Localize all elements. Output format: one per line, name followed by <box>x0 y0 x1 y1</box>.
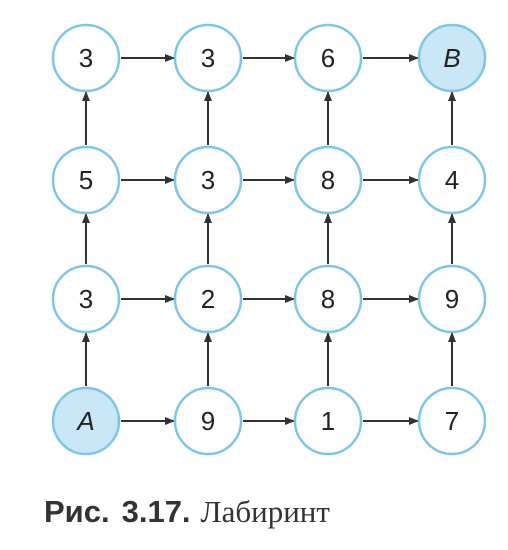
maze-node-special-circle <box>51 386 121 456</box>
maze-node-circle <box>417 145 487 215</box>
maze-node-circle <box>293 23 363 93</box>
maze-node: 3 <box>173 23 243 93</box>
maze-node: 5 <box>51 145 121 215</box>
maze-node-value: 8 <box>321 284 335 314</box>
maze-node: 2 <box>173 264 243 334</box>
maze-node-circle <box>173 23 243 93</box>
maze-node-circle <box>417 386 487 456</box>
maze-node-value: 6 <box>321 43 335 73</box>
maze-node: 7 <box>417 386 487 456</box>
figure-title: Лабиринт <box>200 494 330 529</box>
maze-node: 1 <box>293 386 363 456</box>
maze-node-value: A <box>75 406 94 436</box>
figure-number: 3.17. <box>121 494 191 529</box>
maze-node-value: 8 <box>321 165 335 195</box>
maze-node-circle <box>173 264 243 334</box>
maze-node: 8 <box>293 145 363 215</box>
maze-node: 8 <box>293 264 363 334</box>
maze-node-value: 7 <box>445 406 459 436</box>
maze-node-value: 4 <box>445 165 459 195</box>
figure-caption: Рис. 3.17. Лабиринт <box>44 494 330 530</box>
maze-node-value: 5 <box>79 165 93 195</box>
maze-node: A <box>51 386 121 456</box>
maze-node-value: 3 <box>201 165 215 195</box>
maze-node-special-circle <box>417 23 487 93</box>
maze-node-circle <box>293 145 363 215</box>
maze-node: 6 <box>293 23 363 93</box>
maze-node-circle <box>173 386 243 456</box>
maze-node: 4 <box>417 145 487 215</box>
maze-edges <box>82 54 456 425</box>
maze-node-circle <box>173 145 243 215</box>
maze-node: 3 <box>173 145 243 215</box>
maze-node-circle <box>293 386 363 456</box>
maze-node-value: B <box>443 43 460 73</box>
figure-label: Рис. <box>44 494 110 529</box>
maze-node: 3 <box>51 264 121 334</box>
maze-node-value: 2 <box>201 284 215 314</box>
maze-node-value: 3 <box>79 43 93 73</box>
maze-node: 9 <box>173 386 243 456</box>
maze-node-value: 3 <box>201 43 215 73</box>
maze-node-value: 1 <box>321 406 335 436</box>
maze-node-value: 9 <box>445 284 459 314</box>
maze-node: 9 <box>417 264 487 334</box>
maze-node: 3 <box>51 23 121 93</box>
maze-node: B <box>417 23 487 93</box>
maze-node-circle <box>417 264 487 334</box>
maze-node-circle <box>51 264 121 334</box>
maze-node-value: 9 <box>201 406 215 436</box>
maze-node-circle <box>293 264 363 334</box>
maze-node-circle <box>51 145 121 215</box>
maze-node-value: 3 <box>79 284 93 314</box>
maze-node-circle <box>51 23 121 93</box>
